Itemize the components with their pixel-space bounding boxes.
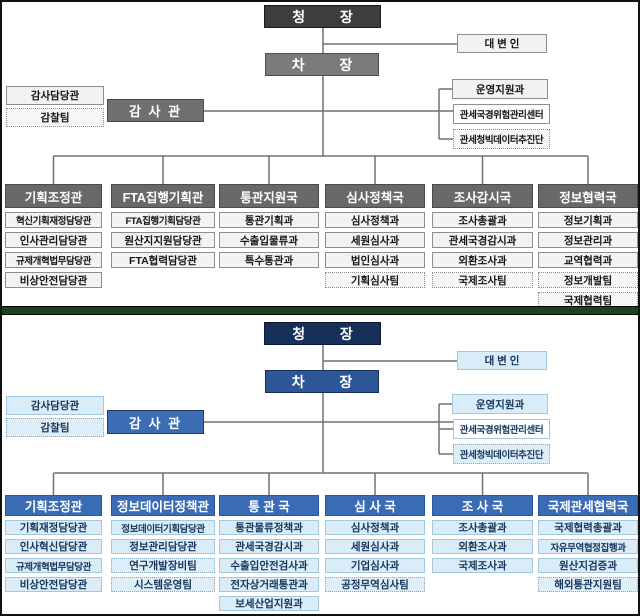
- dept-header: 정보데이터정책관: [111, 495, 215, 516]
- dept-item: 원산지지원담당관: [111, 232, 215, 248]
- dept-item: 원산지검증과: [538, 558, 638, 573]
- dept-item: 규제개혁법무담당관: [5, 252, 102, 268]
- audit-officer-box: 감사담당관: [6, 86, 104, 105]
- operations-support-box: 운영지원과: [452, 394, 548, 414]
- dept-item: 정보관리담당관: [111, 539, 215, 554]
- dept-item: 관세국경감시과: [219, 539, 319, 554]
- inspection-team-box: 감찰팀: [6, 108, 104, 127]
- dept-item: 정보데이터기획담당관: [111, 520, 215, 535]
- deputy-commissioner-box: 차 장: [265, 370, 379, 393]
- dept-header: 기획조정관: [5, 495, 102, 516]
- dept-item: 인사관리담당관: [5, 232, 102, 248]
- bigdata-taskforce-box: 관세청빅데이터추진단: [453, 444, 550, 464]
- dept-item: 인사혁신담당관: [5, 539, 102, 554]
- dept-item: 연구개발장비팀: [111, 558, 215, 573]
- dept-header: 조사감시국: [432, 184, 533, 208]
- dept-header: 조 사 국: [432, 495, 533, 516]
- dept-item: 심사정책과: [325, 212, 425, 228]
- dept-item: 비상안전담당관: [5, 272, 102, 288]
- dept-header: 통관지원국: [219, 184, 319, 208]
- dept-item: 조사총괄과: [432, 212, 533, 228]
- dept-item: 국제협력총괄과: [538, 520, 638, 535]
- border-risk-center-box: 관세국경위험관리센터: [453, 104, 550, 124]
- audit-officer-box: 감사담당관: [6, 396, 104, 415]
- dept-column-fta: FTA집행기획관 FTA집행기획담당관 원산지지원담당관 FTA협력담당관: [111, 184, 215, 268]
- dept-item: 비상안전담당관: [5, 577, 102, 592]
- dept-item: 관세국경감시과: [432, 232, 533, 248]
- dept-item: 수출입안전검사과: [219, 558, 319, 573]
- dept-header: 심 사 국: [325, 495, 425, 516]
- inspection-team-box: 감찰팀: [6, 418, 104, 437]
- dept-item: 통관기획과: [219, 212, 319, 228]
- dept-item: 세원심사과: [325, 539, 425, 554]
- dept-item: 특수통관과: [219, 252, 319, 268]
- dept-item: 세원심사과: [325, 232, 425, 248]
- dept-header: 통 관 국: [219, 495, 319, 516]
- dept-item: 외환조사과: [432, 252, 533, 268]
- dept-column-information: 정보협력국 정보기획과 정보관리과 교역협력과 정보개발팀 국제협력팀: [538, 184, 638, 308]
- dept-item: 기획재정담당관: [5, 520, 102, 535]
- spokesperson-box: 대 변 인: [457, 34, 547, 53]
- dept-column-examination: 심 사 국 심사정책과 세원심사과 기업심사과 공정무역심사팀: [325, 495, 425, 592]
- dept-item: 통관물류정책과: [219, 520, 319, 535]
- border-risk-center-box: 관세국경위험관리센터: [453, 419, 550, 439]
- dept-item: 조사총괄과: [432, 520, 533, 535]
- dept-item: 혁신기획재정담당관: [5, 212, 102, 228]
- dept-item: 법인심사과: [325, 252, 425, 268]
- dept-header: 심사정책국: [325, 184, 425, 208]
- dept-item: 보세산업지원과: [219, 596, 319, 611]
- dept-header: 국제관세협력국: [538, 495, 638, 516]
- dept-item: 기업심사과: [325, 558, 425, 573]
- dept-item: FTA협력담당관: [111, 252, 215, 268]
- dept-item: 외환조사과: [432, 539, 533, 554]
- dept-item: 규제개혁법무담당관: [5, 558, 102, 573]
- dept-item: 정보기획과: [538, 212, 638, 228]
- dept-item: 국제조사과: [432, 558, 533, 573]
- dept-column-clearance: 통관지원국 통관기획과 수출입물류과 특수통관과: [219, 184, 319, 268]
- auditor-box: 감 사 관: [107, 410, 204, 434]
- dept-header: FTA집행기획관: [111, 184, 215, 208]
- dept-item: 해외통관지원팀: [538, 577, 638, 592]
- commissioner-box: 청 장: [264, 322, 381, 345]
- dept-item: 국제조사팀: [432, 272, 533, 288]
- dept-column-planning: 기획조정관 혁신기획재정담당관 인사관리담당관 규제개혁법무담당관 비상안전담당…: [5, 184, 102, 288]
- dept-column-planning: 기획조정관 기획재정담당관 인사혁신담당관 규제개혁법무담당관 비상안전담당관: [5, 495, 102, 592]
- dept-item: 자유무역협정집행과: [538, 539, 638, 554]
- spokesperson-box: 대 변 인: [457, 351, 547, 370]
- dept-column-intl-cooperation: 국제관세협력국 국제협력총괄과 자유무역협정집행과 원산지검증과 해외통관지원팀: [538, 495, 638, 592]
- deputy-commissioner-box: 차 장: [265, 53, 379, 76]
- dept-item: 공정무역심사팀: [325, 577, 425, 592]
- dept-item: 심사정책과: [325, 520, 425, 535]
- dept-item: 교역협력과: [538, 252, 638, 268]
- dept-item: 수출입물류과: [219, 232, 319, 248]
- dept-item: 시스템운영팀: [111, 577, 215, 592]
- dept-column-data-policy: 정보데이터정책관 정보데이터기획담당관 정보관리담당관 연구개발장비팀 시스템운…: [111, 495, 215, 592]
- commissioner-box: 청 장: [264, 5, 381, 28]
- dept-column-examination: 심사정책국 심사정책과 세원심사과 법인심사과 기획심사팀: [325, 184, 425, 288]
- dept-item: 전자상거래통관과: [219, 577, 319, 592]
- dept-item: 기획심사팀: [325, 272, 425, 288]
- dept-item: 정보개발팀: [538, 272, 638, 288]
- auditor-box: 감 사 관: [107, 99, 204, 122]
- dept-column-clearance: 통 관 국 통관물류정책과 관세국경감시과 수출입안전검사과 전자상거래통관과 …: [219, 495, 319, 611]
- dept-item: FTA집행기획담당관: [111, 212, 215, 228]
- dept-column-investigation: 조사감시국 조사총괄과 관세국경감시과 외환조사과 국제조사팀: [432, 184, 533, 288]
- operations-support-box: 운영지원과: [452, 79, 548, 99]
- dept-header: 기획조정관: [5, 184, 102, 208]
- dept-header: 정보협력국: [538, 184, 638, 208]
- dept-item: 정보관리과: [538, 232, 638, 248]
- dept-column-investigation: 조 사 국 조사총괄과 외환조사과 국제조사과: [432, 495, 533, 573]
- bigdata-taskforce-box: 관세청빅데이터추진단: [453, 129, 550, 149]
- chart-separator-band: [2, 306, 638, 315]
